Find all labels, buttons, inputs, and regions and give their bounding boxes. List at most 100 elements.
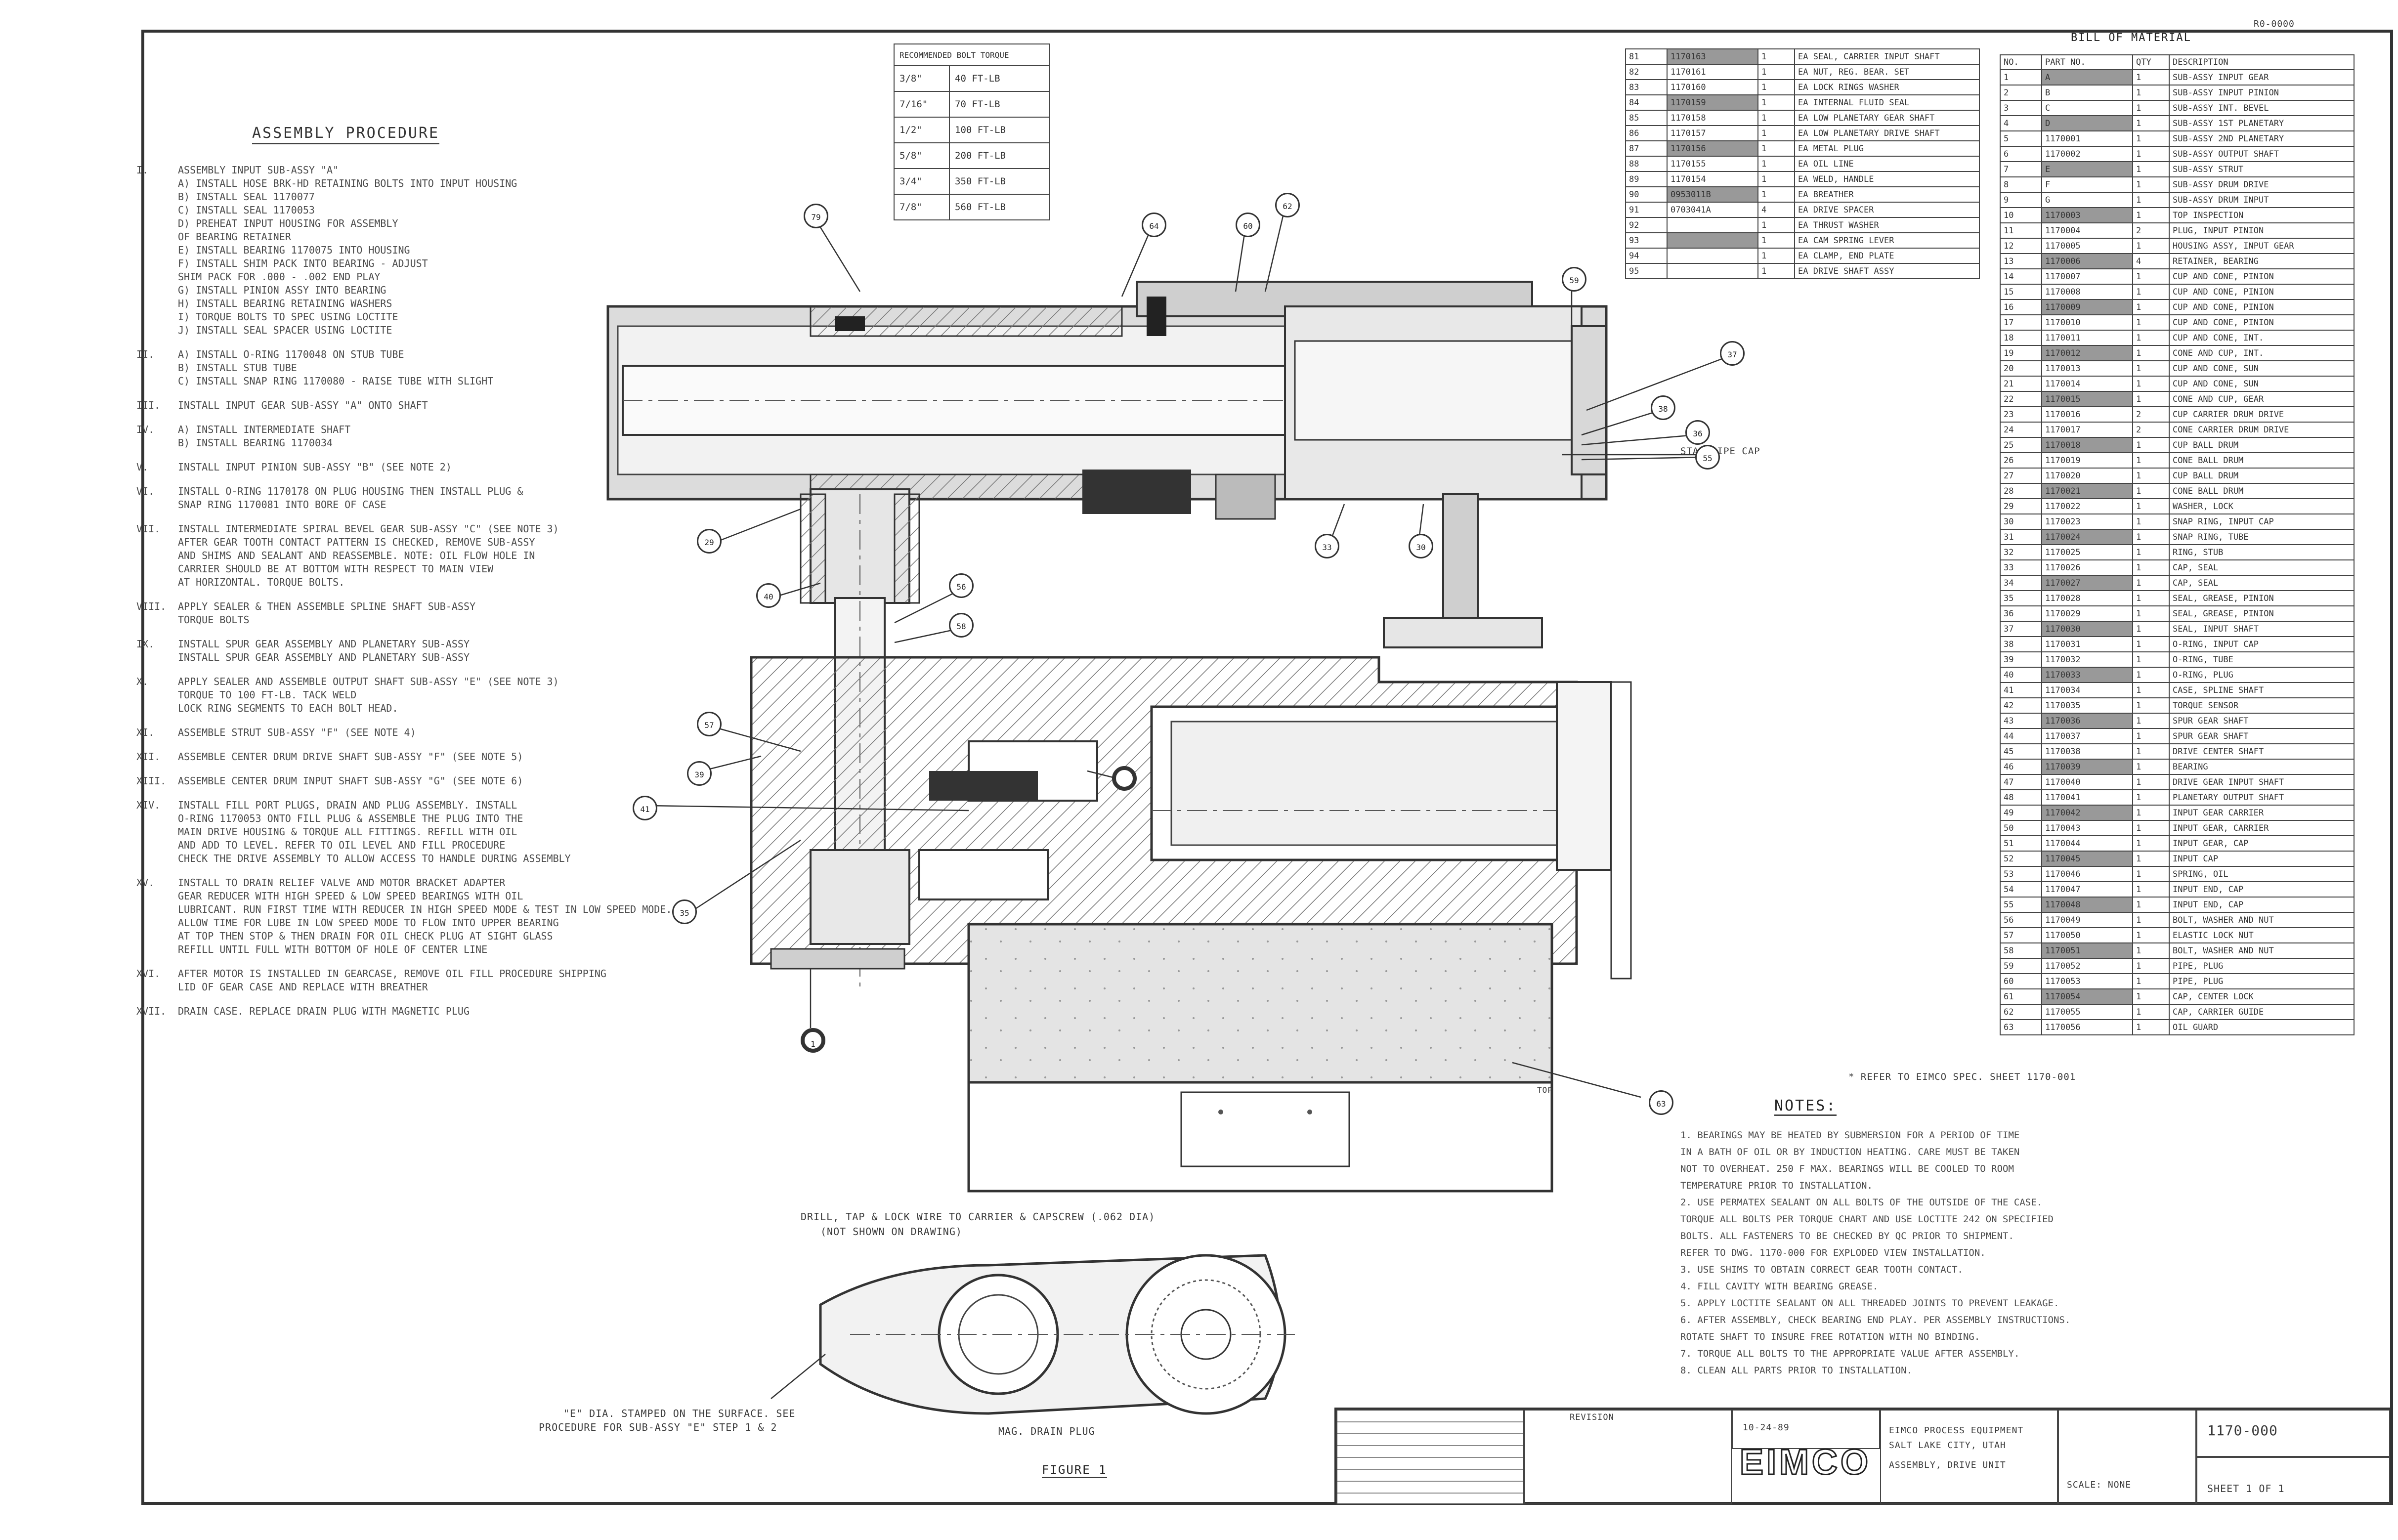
description: SEAL, GREASE, PINION [2169, 590, 2355, 606]
part-number: 1170025 [2041, 544, 2133, 560]
bom-header-cell: PART NO. [2041, 54, 2133, 70]
description: INPUT END, CAP [2169, 881, 2355, 898]
item-number: 55 [2000, 897, 2042, 913]
quantity: 1 [2132, 345, 2170, 361]
description: EA LOCK RINGS WASHER [1794, 79, 1980, 95]
torque-row: 7/16"70 FT-LB [894, 91, 1050, 118]
scale-cell: SCALE: NONE [2058, 1410, 2196, 1504]
quantity: 1 [2132, 651, 2170, 668]
description: SUB-ASSY INPUT PINION [2169, 85, 2355, 101]
sheet-cell: SHEET 1 OF 1 [2196, 1457, 2390, 1504]
quantity: 1 [2132, 973, 2170, 989]
quantity: 1 [2132, 590, 2170, 606]
part-number: 1170055 [2041, 1004, 2133, 1020]
item-balloon: 79 [804, 204, 828, 228]
description: INPUT GEAR CARRIER [2169, 805, 2355, 821]
description: CONE AND CUP, GEAR [2169, 391, 2355, 407]
procedure-step-text: REFILL UNTIL FULL WITH BOTTOM OF HOLE OF… [178, 943, 488, 955]
quantity: 1 [1757, 79, 1795, 95]
quantity: 1 [1757, 110, 1795, 126]
item-number: 49 [2000, 805, 2042, 821]
procedure-step-text: CHECK THE DRIVE ASSEMBLY TO ALLOW ACCESS… [178, 853, 571, 864]
item-number: 87 [1625, 140, 1668, 157]
quantity: 1 [2132, 1019, 2170, 1035]
quantity: 1 [2132, 605, 2170, 622]
part-number: 1170008 [2041, 284, 2133, 300]
item-balloon: 35 [672, 899, 697, 924]
part-number: 1170155 [1667, 156, 1758, 172]
part-number: 1170154 [1667, 171, 1758, 187]
description: CAP, SEAL [2169, 575, 2355, 591]
part-number: 1170051 [2041, 942, 2133, 959]
quantity: 1 [2132, 513, 2170, 530]
item-balloon: 40 [756, 583, 781, 608]
description: SUB-ASSY 2ND PLANETARY [2169, 130, 2355, 147]
description: EA NUT, REG. BEAR. SET [1794, 64, 1980, 80]
quantity: 1 [1757, 94, 1795, 111]
item-number: 16 [2000, 299, 2042, 315]
procedure-step-text: INSTALL FILL PORT PLUGS, DRAIN AND PLUG … [178, 799, 517, 811]
description: SUB-ASSY DRUM DRIVE [2169, 176, 2355, 193]
description: PLANETARY OUTPUT SHAFT [2169, 789, 2355, 806]
item-number: 12 [2000, 238, 2042, 254]
torque-value: 40 FT-LB [949, 65, 1050, 92]
drawing-title: ASSEMBLY, DRIVE UNIT [1889, 1460, 2006, 1470]
description: CUP AND CONE, PINION [2169, 314, 2355, 331]
description: SEAL, GREASE, PINION [2169, 605, 2355, 622]
procedure-step-number: III. [136, 399, 161, 411]
item-balloon: 37 [1720, 341, 1745, 366]
bom-header-cell: QTY [2132, 54, 2170, 70]
part-number: 1170029 [2041, 605, 2133, 622]
description: CONE BALL DRUM [2169, 452, 2355, 469]
bolt-size: 3/4" [894, 168, 950, 195]
quantity: 1 [1757, 48, 1795, 65]
note-line: NOT TO OVERHEAT. 250 F MAX. BEARINGS WIL… [1680, 1163, 2014, 1174]
item-number: 84 [1625, 94, 1668, 111]
item-number: 17 [2000, 314, 2042, 331]
quantity: 1 [2132, 636, 2170, 652]
note-line: 5. APPLY LOCTITE SEALANT ON ALL THREADED… [1680, 1298, 2059, 1309]
part-number: 1170032 [2041, 651, 2133, 668]
procedure-step-text: G) INSTALL PINION ASSY INTO BEARING [178, 284, 386, 296]
description: EA DRIVE SHAFT ASSY [1794, 263, 1980, 279]
description: CUP AND CONE, PINION [2169, 268, 2355, 285]
leader-lines [647, 207, 1730, 1399]
item-number: 86 [1625, 125, 1668, 141]
note-line: TEMPERATURE PRIOR TO INSTALLATION. [1680, 1180, 1873, 1191]
quantity: 1 [2132, 376, 2170, 392]
procedure-step-text: O-RING 1170053 ONTO FILL PLUG & ASSEMBLE… [178, 813, 523, 824]
procedure-step-text: ASSEMBLE CENTER DRUM DRIVE SHAFT SUB-ASS… [178, 751, 523, 763]
drill-note: DRILL, TAP & LOCK WIRE TO CARRIER & CAPS… [801, 1211, 1156, 1223]
part-number: E [2041, 161, 2133, 177]
input-housing [606, 281, 1608, 520]
part-number: 1170040 [2041, 774, 2133, 790]
item-number: 47 [2000, 774, 2042, 790]
bom-header-cell: DESCRIPTION [2169, 54, 2355, 70]
revision-history [1336, 1410, 1524, 1504]
description: CONE AND CUP, INT. [2169, 345, 2355, 361]
base-plate [967, 923, 1553, 1193]
part-number: 1170015 [2041, 391, 2133, 407]
quantity: 1 [2132, 774, 2170, 790]
note-line: 4. FILL CAVITY WITH BEARING GREASE. [1680, 1281, 1879, 1292]
part-number: 1170160 [1667, 79, 1758, 95]
part-number: 1170037 [2041, 728, 2133, 744]
part-number: 1170010 [2041, 314, 2133, 331]
note-line: ROTATE SHAFT TO INSURE FREE ROTATION WIT… [1680, 1331, 1980, 1342]
quantity: 1 [2132, 330, 2170, 346]
item-balloon: 58 [949, 613, 974, 638]
